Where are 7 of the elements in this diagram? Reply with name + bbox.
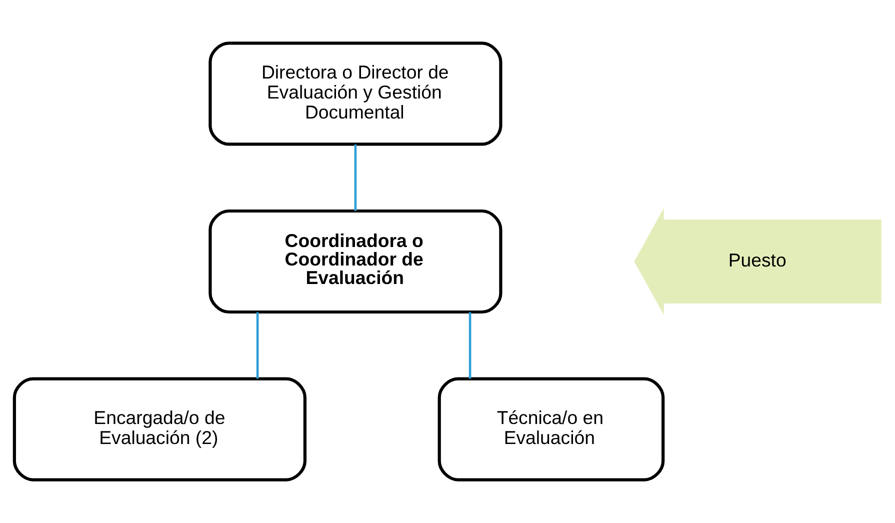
connector [354,144,357,211]
node-box: Encargada/o de Evaluación (2) [12,377,306,482]
connector [256,312,259,379]
node-box: Directora o Director de Evaluación y Gestión Documental [208,42,502,146]
node-box: Técnica/o en Evaluación [438,377,665,482]
node-box: Coordinadora o Coordinador de Evaluación [208,209,502,314]
connector [468,312,472,379]
